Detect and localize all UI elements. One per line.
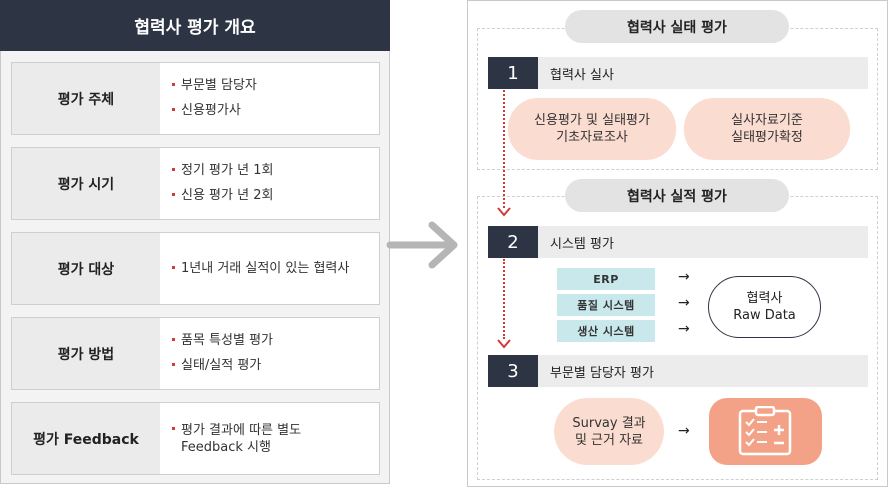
overview-title: 협력사 평가 개요 [0, 0, 390, 51]
step-2-bar: 2 시스템 평가 [488, 226, 868, 258]
connector-2-3 [503, 259, 505, 339]
row-label: 평가 시기 [12, 148, 160, 219]
row-item: 평가 결과에 따른 별도 Feedback 시행 [172, 422, 379, 456]
arrow-right-icon: → [678, 269, 690, 285]
step-number: 2 [488, 226, 538, 258]
row-feedback: 평가 Feedback 평가 결과에 따른 별도 Feedback 시행 [11, 402, 380, 475]
row-label: 평가 주체 [12, 63, 160, 134]
system-quality: 품질 시스템 [557, 294, 655, 316]
row-item: 신용평가사 [172, 103, 379, 119]
row-item: 품목 특성별 평가 [172, 333, 379, 349]
row-item: 정기 평가 년 1회 [172, 163, 379, 179]
row-label: 평가 Feedback [12, 403, 160, 474]
step-number: 3 [488, 355, 538, 387]
row-label: 평가 방법 [12, 318, 160, 389]
row-item: 실태/실적 평가 [172, 358, 379, 374]
row-method: 평가 방법 품목 특성별 평가 실태/실적 평가 [11, 317, 380, 390]
row-timing: 평가 시기 정기 평가 년 1회 신용 평가 년 2회 [11, 147, 380, 220]
connector-1-2 [503, 90, 505, 208]
arrow-right-icon: → [678, 423, 690, 439]
step-label: 부문별 담당자 평가 [550, 365, 654, 381]
step1-pill-confirm: 실사자료기준 실태평가확정 [684, 98, 850, 160]
step-1-bar: 1 협력사 실사 [488, 57, 868, 89]
row-target: 평가 대상 1년내 거래 실적이 있는 협력사 [11, 232, 380, 305]
evaluation-result-box [709, 398, 822, 465]
arrow-right-icon: → [678, 295, 690, 311]
survey-pill: Survay 결과 및 근거 자료 [554, 398, 664, 465]
chevron-down-icon [497, 207, 511, 217]
system-erp: ERP [557, 268, 655, 290]
section-title-performance: 협력사 실적 평가 [565, 179, 789, 212]
row-item: 신용 평가 년 2회 [172, 188, 379, 204]
row-item: 1년내 거래 실적이 있는 협력사 [172, 261, 379, 277]
step-number: 1 [488, 57, 538, 89]
checklist-plus-minus-icon [738, 406, 792, 456]
arrow-right-icon: → [678, 321, 690, 337]
raw-data-oval: 협력사 Raw Data [708, 276, 821, 338]
row-label: 평가 대상 [12, 233, 160, 304]
step-label: 협력사 실사 [550, 67, 614, 83]
row-item: 부문별 담당자 [172, 78, 379, 94]
step-label: 시스템 평가 [550, 236, 614, 252]
row-evaluator: 평가 주체 부문별 담당자 신용평가사 [11, 62, 380, 135]
chevron-down-icon [497, 339, 511, 349]
step-3-bar: 3 부문별 담당자 평가 [488, 355, 868, 387]
flow-arrow-icon [386, 221, 458, 269]
system-production: 생산 시스템 [557, 320, 655, 342]
step1-pill-survey: 신용평가 및 실태평가 기초자료조사 [508, 98, 676, 160]
section-title-status: 협력사 실태 평가 [565, 10, 789, 43]
